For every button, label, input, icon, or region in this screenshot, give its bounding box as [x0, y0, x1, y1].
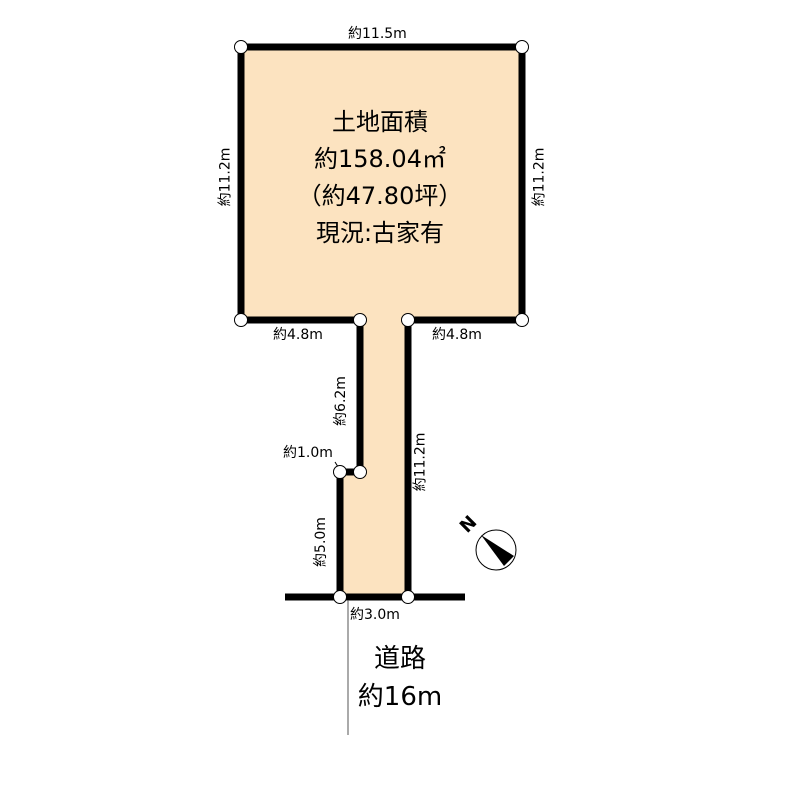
boundary-marker: [401, 590, 415, 604]
current-status: 現況:古家有: [315, 219, 445, 247]
boundary-marker: [401, 313, 415, 327]
area-info: 土地面積 約158.04㎡ （約47.80坪） 現況:古家有: [280, 104, 480, 252]
dimension-frontage: 約3.0m: [350, 607, 400, 623]
dimension-mid-left: 約4.8m: [273, 327, 323, 343]
dimension-pole-left-upper: 約6.2m: [332, 376, 349, 426]
road-label: 道路: [373, 644, 426, 674]
road-info: 道路 約16m: [340, 640, 460, 716]
boundary-marker: [234, 313, 248, 327]
boundary-marker: [333, 590, 347, 604]
dimension-pole-left-lower: 約5.0m: [312, 517, 329, 567]
area-title: 土地面積: [332, 108, 428, 136]
boundary-marker: [333, 465, 347, 479]
boundary-marker: [515, 313, 529, 327]
lot-shape: [241, 47, 522, 597]
area-tsubo: （約47.80坪）: [297, 182, 463, 210]
boundary-markers: [234, 40, 529, 604]
boundary-marker: [234, 40, 248, 54]
boundary-marker: [353, 313, 367, 327]
north-arrow-icon: [475, 529, 517, 571]
boundary-marker: [515, 40, 529, 54]
dimension-pole-right: 約11.2m: [412, 432, 429, 492]
dimension-top: 約11.5m: [348, 26, 407, 42]
road-width: 約16m: [357, 682, 443, 712]
dimension-left: 約11.2m: [217, 147, 234, 207]
area-sqm: 約158.04㎡: [314, 145, 446, 173]
boundary-marker: [353, 465, 367, 479]
dimension-mid-right: 約4.8m: [432, 327, 482, 343]
dimension-jog: 約1.0m: [283, 445, 333, 461]
dimension-right: 約11.2m: [531, 147, 548, 207]
